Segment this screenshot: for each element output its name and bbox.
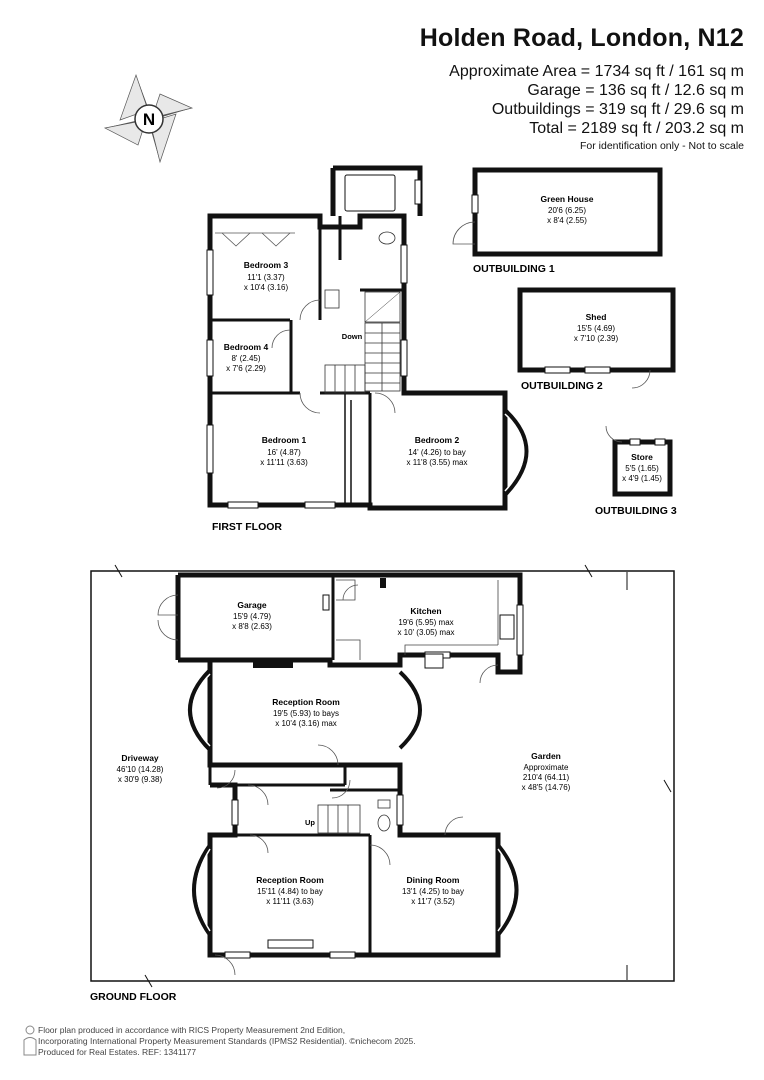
- room-name: Bedroom 1: [262, 435, 307, 445]
- room-dims: x 30'9 (9.38): [118, 775, 163, 784]
- disclaimer-note: For identification only - Not to scale: [580, 140, 744, 152]
- room-name: Garden: [531, 751, 561, 761]
- room-dims: 13'1 (4.25) to bay: [402, 887, 464, 896]
- room-dims: x 11'8 (3.55) max: [407, 458, 468, 467]
- room-name: Kitchen: [410, 606, 441, 616]
- stairs-up-label: Up: [305, 818, 315, 827]
- room-dims: 16' (4.87): [267, 448, 301, 457]
- room-dims: 15'11 (4.84) to bay: [257, 887, 323, 896]
- room-dims: Approximate: [524, 763, 569, 772]
- outbuilding-label: OUTBUILDING 3: [595, 505, 677, 517]
- outbuilding-dims: x 4'9 (1.45): [622, 474, 662, 483]
- area-approximate: Approximate Area = 1734 sq ft / 161 sq m: [449, 63, 744, 80]
- area-total: Total = 2189 sq ft / 203.2 sq m: [529, 120, 744, 137]
- room-dims: x 11'7 (3.52): [411, 897, 455, 906]
- room-dims: x 11'11 (3.63): [260, 458, 308, 467]
- outbuilding-dims: x 7'10 (2.39): [574, 334, 619, 343]
- outbuilding-name: Shed: [586, 312, 607, 322]
- room-dims: 8' (2.45): [231, 354, 260, 363]
- room-dims: 210'4 (64.11): [523, 773, 570, 782]
- room-name: Bedroom 2: [415, 435, 460, 445]
- room-dims: 19'5 (5.93) to bays: [273, 709, 339, 718]
- room-name: Garage: [237, 600, 267, 610]
- outbuilding-dims: 20'6 (6.25): [548, 206, 586, 215]
- outbuilding-dims: x 8'4 (2.55): [547, 216, 587, 225]
- room-dims: x 10'4 (3.16) max: [275, 719, 337, 728]
- room-name: Reception Room: [272, 697, 340, 707]
- info-person-icon: [23, 1025, 37, 1056]
- outbuilding-name: Green House: [541, 194, 594, 204]
- compass-letter: N: [143, 110, 155, 129]
- room-dims: x 10' (3.05) max: [397, 628, 454, 637]
- outbuilding-label: OUTBUILDING 2: [521, 380, 603, 392]
- room-dims: x 48'5 (14.76): [522, 783, 571, 792]
- room-dims: x 8'8 (2.63): [232, 622, 272, 631]
- first-floor-label: FIRST FLOOR: [212, 521, 282, 533]
- stairs-down-label: Down: [342, 332, 363, 341]
- room-name: Bedroom 3: [244, 260, 289, 270]
- ground-floor-label: GROUND FLOOR: [90, 991, 177, 1003]
- page-title: Holden Road, London, N12: [419, 24, 744, 52]
- room-dims: 11'1 (3.37): [247, 273, 285, 282]
- outbuilding-dims: 5'5 (1.65): [625, 464, 659, 473]
- room-dims: 15'9 (4.79): [233, 612, 271, 621]
- footer-notes: Floor plan produced in accordance with R…: [38, 1025, 416, 1058]
- room-name: Driveway: [121, 753, 159, 763]
- footer-line: Incorporating International Property Mea…: [38, 1036, 416, 1046]
- room-dims: x 7'6 (2.29): [226, 364, 266, 373]
- room-name: Dining Room: [407, 875, 460, 885]
- outbuilding-name: Store: [631, 452, 653, 462]
- room-dims: x 10'4 (3.16): [244, 283, 289, 292]
- area-garage: Garage = 136 sq ft / 12.6 sq m: [527, 82, 744, 99]
- compass-icon: N: [103, 73, 194, 164]
- room-name: Bedroom 4: [224, 342, 269, 352]
- area-outbuildings: Outbuildings = 319 sq ft / 29.6 sq m: [491, 101, 744, 118]
- outbuilding-label: OUTBUILDING 1: [473, 263, 555, 275]
- footer-line: Produced for Real Estates. REF: 1341177: [38, 1047, 197, 1057]
- room-dims: 46'10 (14.28): [117, 765, 164, 774]
- outbuilding-dims: 15'5 (4.69): [577, 324, 615, 333]
- room-dims: 14' (4.26) to bay: [408, 448, 466, 457]
- footer-line: Floor plan produced in accordance with R…: [38, 1025, 346, 1035]
- room-dims: 19'6 (5.95) max: [398, 618, 453, 627]
- room-dims: x 11'11 (3.63): [266, 897, 314, 906]
- room-name: Reception Room: [256, 875, 324, 885]
